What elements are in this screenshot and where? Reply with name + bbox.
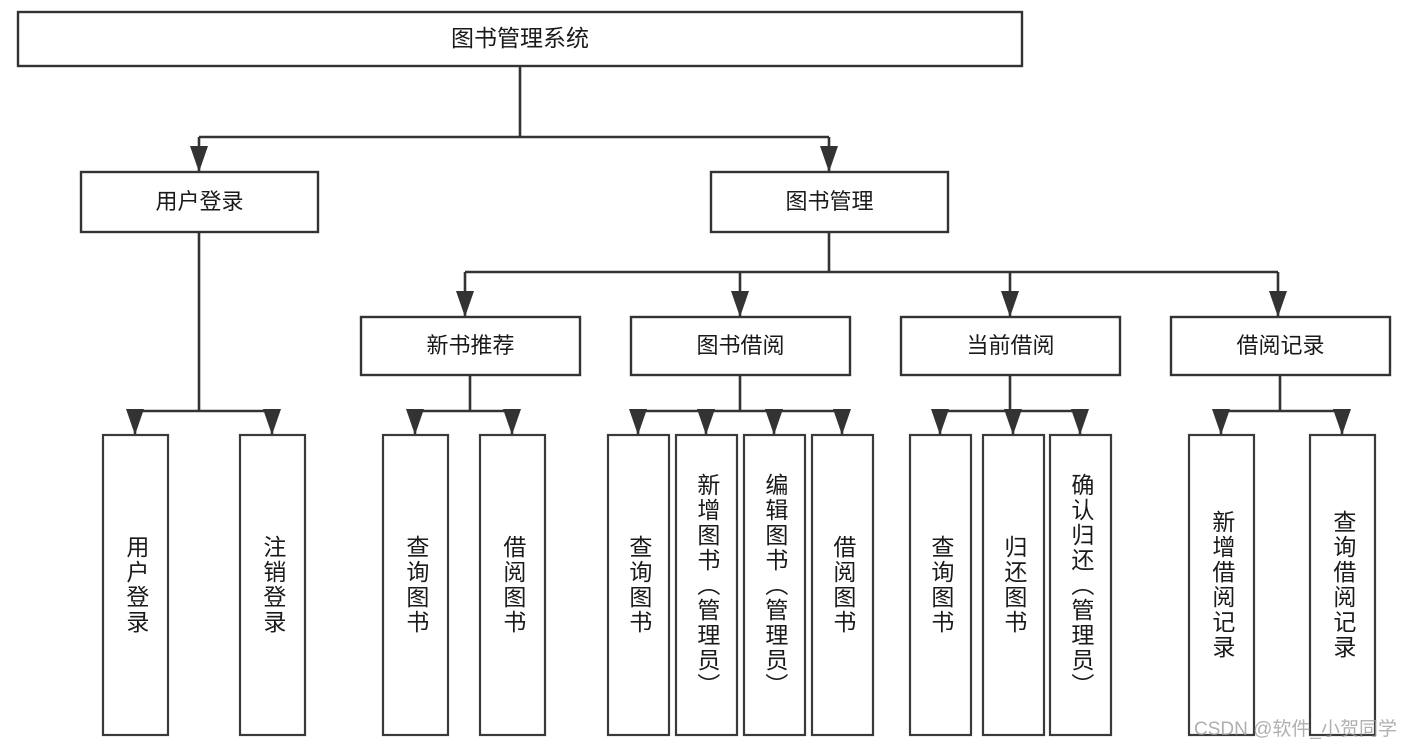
- node-new-book-recommend-label: 新书推荐: [426, 333, 514, 358]
- arrow-head-icon: [1269, 291, 1287, 317]
- node-borrow-record-box[interactable]: [1169, 315, 1392, 377]
- node-leaf-add-borrow-record-box[interactable]: [1187, 433, 1256, 737]
- node-leaf-return-book-box[interactable]: [981, 433, 1046, 737]
- arrow-head-icon: [263, 409, 281, 435]
- arrow-head-icon: [456, 291, 474, 317]
- node-leaf-borrow-book-2-box[interactable]: [810, 433, 875, 737]
- arrow-head-icon: [1071, 409, 1089, 435]
- node-leaf-borrow-book-1-box[interactable]: [478, 433, 547, 737]
- node-book-manage-label: 图书管理: [785, 189, 873, 214]
- node-leaf-confirm-return-box[interactable]: [1048, 433, 1113, 737]
- node-current-borrow-box[interactable]: [899, 315, 1122, 377]
- arrow-head-icon: [126, 409, 144, 435]
- node-book-borrow[interactable]: 图书借阅: [629, 315, 852, 377]
- node-leaf-return-book[interactable]: [981, 433, 1046, 737]
- arrow-head-icon: [1001, 291, 1019, 317]
- node-borrow-record-label: 借阅记录: [1236, 333, 1324, 358]
- node-leaf-user-login[interactable]: [101, 433, 170, 737]
- node-leaf-borrow-book-2[interactable]: [810, 433, 875, 737]
- node-book-manage-box[interactable]: [709, 170, 950, 234]
- node-user-login[interactable]: 用户登录: [79, 170, 320, 234]
- arrow-head-icon: [765, 409, 783, 435]
- node-new-book-recommend-box[interactable]: [359, 315, 582, 377]
- node-title-box[interactable]: [16, 10, 1024, 68]
- node-leaf-query-book-1[interactable]: [381, 433, 450, 737]
- arrow-head-icon: [1333, 409, 1351, 435]
- node-leaf-query-book-3-box[interactable]: [908, 433, 973, 737]
- node-book-borrow-label: 图书借阅: [696, 333, 784, 358]
- node-leaf-query-book-2[interactable]: [606, 433, 671, 737]
- node-book-manage[interactable]: 图书管理: [709, 170, 950, 234]
- node-leaf-logout-login-box[interactable]: [238, 433, 307, 737]
- node-current-borrow-label: 当前借阅: [966, 333, 1054, 358]
- node-leaf-edit-book-box[interactable]: [742, 433, 807, 737]
- node-leaf-query-book-2-box[interactable]: [606, 433, 671, 737]
- connector-layer: [126, 66, 1351, 435]
- node-borrow-record[interactable]: 借阅记录: [1169, 315, 1392, 377]
- node-leaf-query-borrow-record-box[interactable]: [1308, 433, 1377, 737]
- node-leaf-borrow-book-1[interactable]: [478, 433, 547, 737]
- arrow-head-icon: [1004, 409, 1022, 435]
- node-book-borrow-box[interactable]: [629, 315, 852, 377]
- node-leaf-query-book-1-box[interactable]: [381, 433, 450, 737]
- node-leaf-add-book[interactable]: [674, 433, 739, 737]
- node-leaf-user-login-box[interactable]: [101, 433, 170, 737]
- node-new-book-recommend[interactable]: 新书推荐: [359, 315, 582, 377]
- arrow-head-icon: [833, 409, 851, 435]
- arrow-head-icon: [731, 291, 749, 317]
- node-leaf-query-book-3[interactable]: [908, 433, 973, 737]
- arrow-head-icon: [1212, 409, 1230, 435]
- arrow-head-icon: [629, 409, 647, 435]
- arrow-head-icon: [190, 146, 208, 172]
- arrow-head-icon: [406, 409, 424, 435]
- node-leaf-add-borrow-record[interactable]: [1187, 433, 1256, 737]
- arrow-head-icon: [697, 409, 715, 435]
- node-leaf-add-book-box[interactable]: [674, 433, 739, 737]
- node-leaf-logout-login[interactable]: [238, 433, 307, 737]
- node-user-login-label: 用户登录: [155, 189, 243, 214]
- node-user-login-box[interactable]: [79, 170, 320, 234]
- node-current-borrow[interactable]: 当前借阅: [899, 315, 1122, 377]
- arrow-head-icon: [931, 409, 949, 435]
- arrow-head-icon: [820, 146, 838, 172]
- node-leaf-query-borrow-record[interactable]: [1308, 433, 1377, 737]
- node-title-label: 图书管理系统: [451, 25, 589, 51]
- node-leaf-edit-book[interactable]: [742, 433, 807, 737]
- node-leaf-confirm-return[interactable]: [1048, 433, 1113, 737]
- node-title[interactable]: 图书管理系统: [16, 10, 1024, 68]
- arrow-head-icon: [503, 409, 521, 435]
